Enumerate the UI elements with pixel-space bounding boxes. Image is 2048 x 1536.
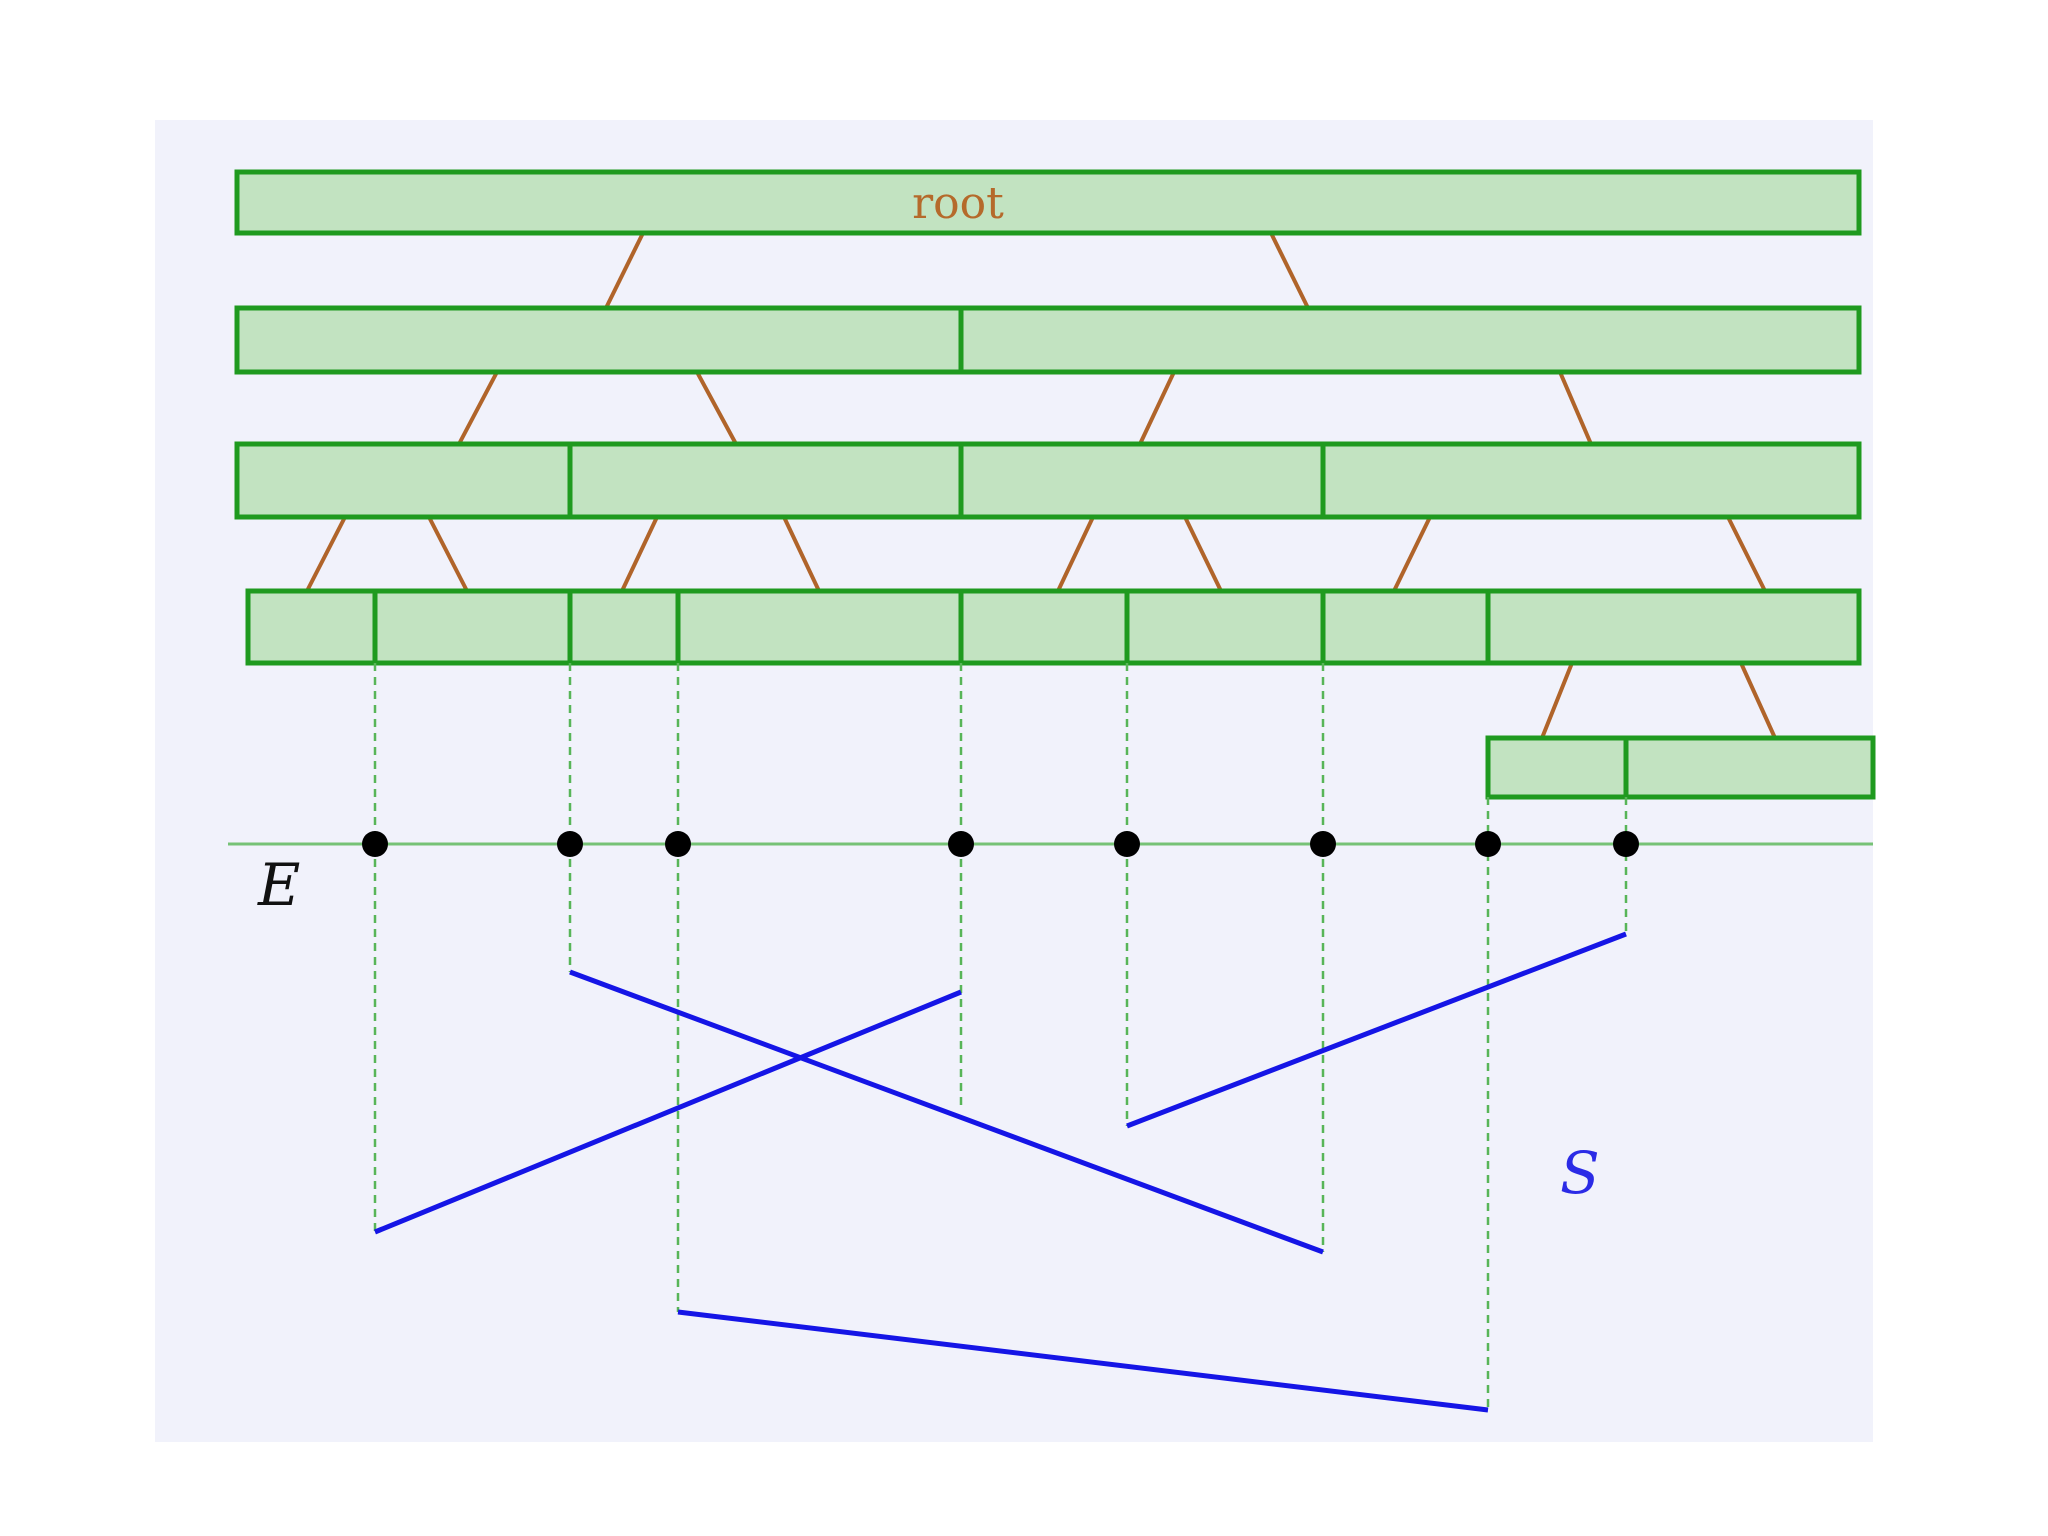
root-label: root <box>912 178 1004 229</box>
segments-S: S <box>374 931 1627 1413</box>
tree-level-1 <box>234 305 1862 375</box>
tree-level-3 <box>245 588 1862 666</box>
tree-edge <box>620 516 659 592</box>
segments-S-label: S <box>1560 1139 1600 1207</box>
tree-edge <box>1558 371 1593 445</box>
endpoint-dot <box>1613 831 1639 857</box>
endpoint-dot <box>1310 831 1336 857</box>
tree-level-2 <box>234 441 1862 520</box>
tree-edge <box>1269 232 1310 309</box>
tree-edge <box>1726 516 1767 592</box>
tree-edge <box>1183 516 1223 592</box>
tree-edge <box>1540 662 1574 739</box>
axis-E: E <box>228 831 1873 919</box>
tree-edge <box>1739 662 1777 739</box>
tree-node-row <box>245 588 1862 666</box>
tree-edge <box>1138 371 1176 445</box>
tree-edge <box>305 516 347 592</box>
segment <box>677 1309 1489 1413</box>
segment <box>569 969 1324 1255</box>
endpoint-dot <box>362 831 388 857</box>
projection-lines <box>373 663 1628 1410</box>
endpoint-dot <box>1114 831 1140 857</box>
segment <box>1126 931 1627 1129</box>
tree-level-4 <box>1485 735 1876 800</box>
axis-E-label: E <box>257 851 300 919</box>
tree-node-row <box>1485 735 1876 800</box>
tree-level-0: root <box>234 169 1862 236</box>
tree-node-row <box>234 305 1862 375</box>
tree-node-row <box>234 441 1862 520</box>
tree-edge <box>695 371 738 445</box>
tree-edges <box>305 232 1777 739</box>
tree-edge <box>604 232 645 309</box>
tree-edge <box>782 516 821 592</box>
endpoint-dot <box>557 831 583 857</box>
tree-edge <box>427 516 469 592</box>
tree-edge <box>457 371 499 445</box>
endpoint-dot <box>948 831 974 857</box>
root-node <box>234 169 1862 236</box>
tree-edge <box>1392 516 1432 592</box>
endpoint-dot <box>665 831 691 857</box>
segment <box>374 989 962 1235</box>
endpoint-dot <box>1475 831 1501 857</box>
tree-edge <box>1056 516 1095 592</box>
